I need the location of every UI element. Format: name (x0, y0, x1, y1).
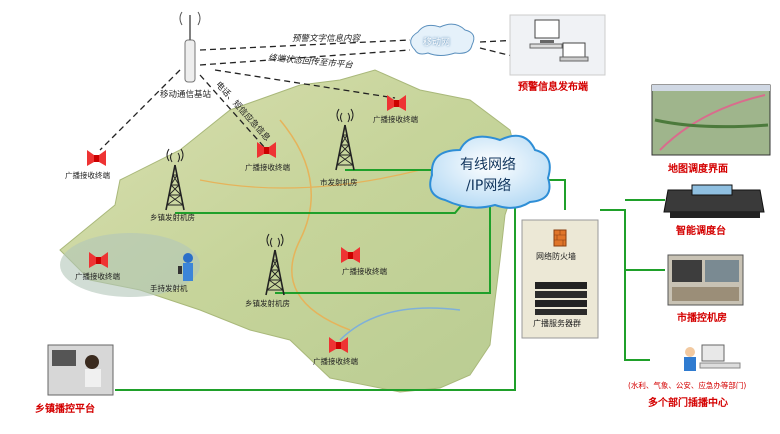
dept-center-label: 多个部门插播中心 (648, 398, 728, 409)
map-dispatch-screen (651, 84, 771, 156)
town-platform-label: 乡镇播控平台 (35, 404, 95, 415)
base-station-label: 移动通信基站 (160, 90, 212, 100)
warning-text-label: 预警文字信息内容 (292, 34, 361, 44)
city-control-room-photo (667, 254, 744, 306)
server-rack-icon (535, 282, 587, 315)
receiver-label-6: 广播接收终端 (313, 357, 358, 366)
map-ui-label: 地图调度界面 (668, 164, 728, 175)
dept-sub-label: (水利、气象、公安、应急办等部门) (628, 381, 747, 390)
handheld-operator-icon (178, 253, 193, 281)
wireless-links (99, 39, 521, 151)
receiver-label-1: 广播接收终端 (65, 171, 110, 180)
firewall-label: 网络防火墙 (536, 252, 576, 261)
map-road (279, 119, 351, 331)
smart-console-label: 智能调度台 (676, 226, 726, 237)
receiver-label-5: 广播接收终端 (342, 267, 387, 276)
firewall-icon (553, 229, 567, 247)
map-road (199, 169, 421, 189)
mobile-net-label: 移动网 (423, 38, 451, 48)
release-end-label: 预警信息发布端 (518, 82, 588, 93)
map-water-area (60, 233, 200, 297)
city-room-label: 市播控机房 (677, 313, 727, 324)
wired-net-label-2: /IP网络 (466, 178, 512, 194)
city-tx-label: 市发射机房 (320, 178, 358, 187)
smart-console-icon (663, 184, 765, 218)
red-horn-speaker-icon (87, 150, 106, 166)
wired-ip-network-cloud (429, 134, 551, 209)
map-river (339, 307, 461, 341)
servers-label: 广播服务器群 (533, 319, 581, 328)
server-panel (521, 219, 599, 339)
handheld-tx-label: 手持发射机 (150, 284, 188, 293)
receiver-label-3: 广播接收终端 (373, 115, 418, 124)
department-computer-icon (684, 344, 741, 371)
base-station-icon (179, 11, 201, 83)
receiver-label-4: 广播接收终端 (75, 272, 120, 281)
town-platform-photo (47, 344, 114, 396)
town-tx-label-1: 乡镇发射机房 (150, 213, 195, 222)
receiver-label-2: 广播接收终端 (245, 163, 290, 172)
town-tx-label-2: 乡镇发射机房 (245, 299, 290, 308)
mobile-net-cloud (410, 23, 475, 56)
wired-net-label-1: 有线网络 (460, 157, 516, 173)
computer-icon (509, 14, 606, 76)
map-region (59, 69, 521, 393)
